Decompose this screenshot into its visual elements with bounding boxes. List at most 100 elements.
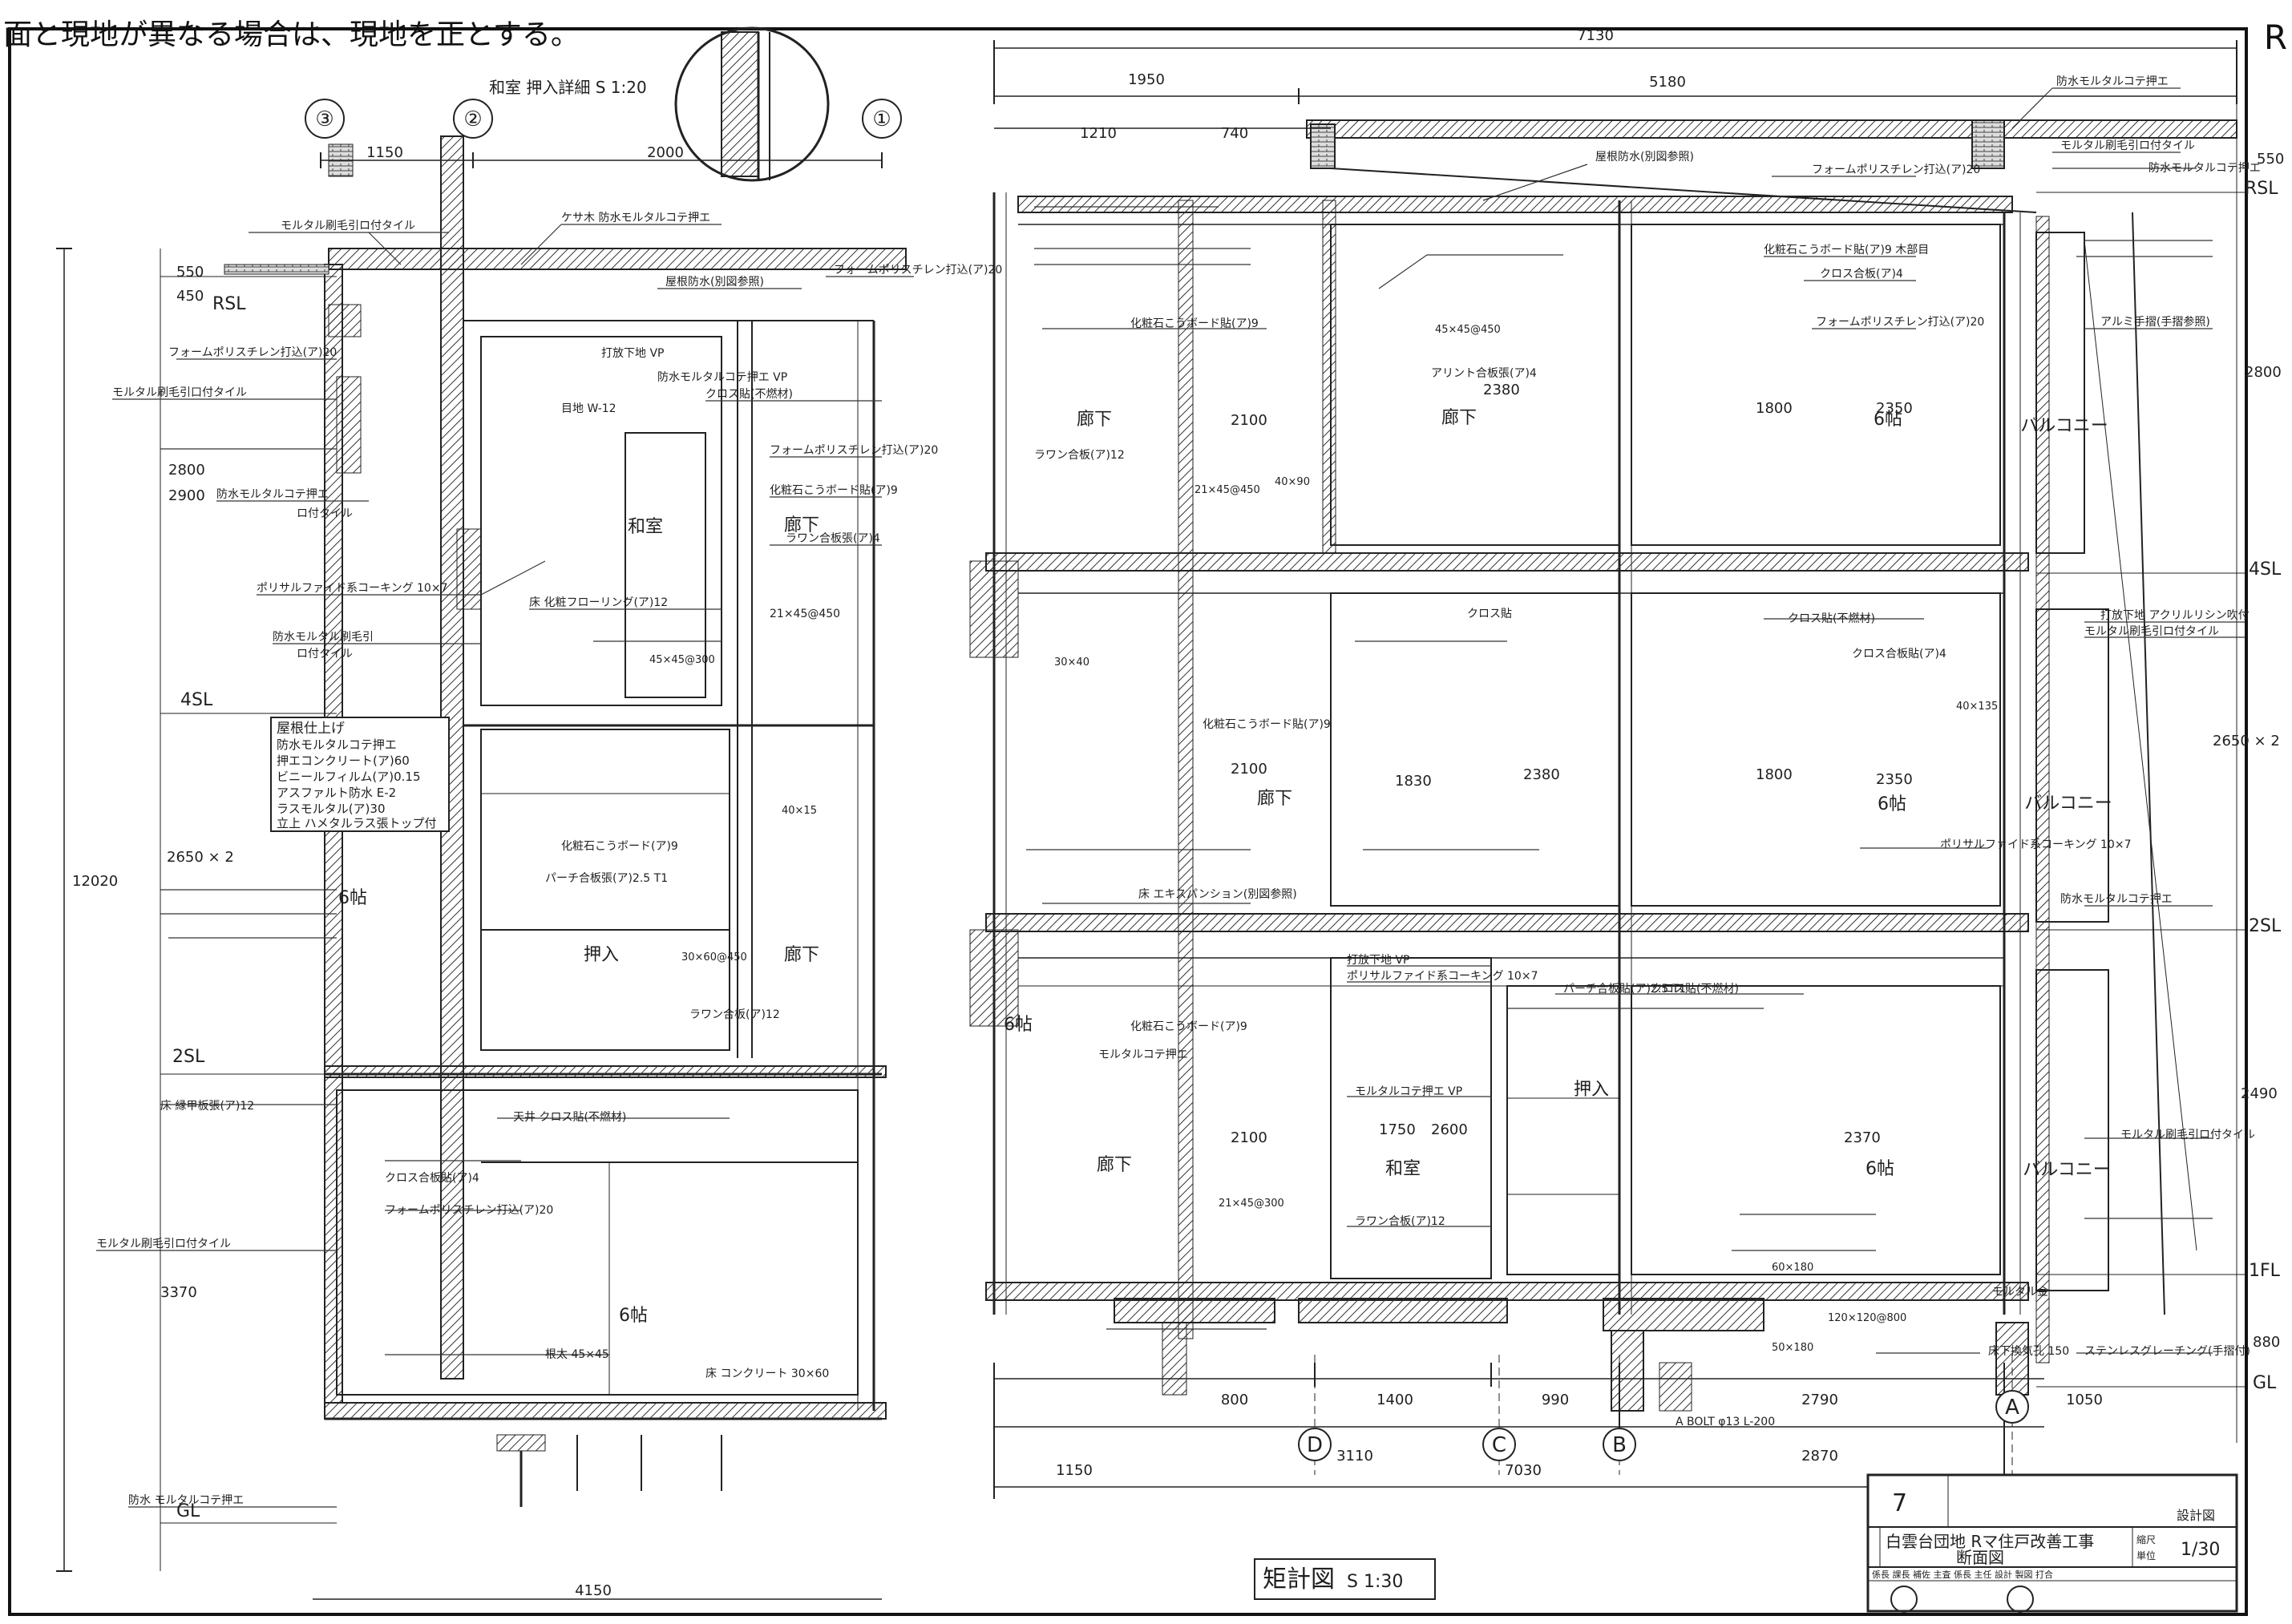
dim-2900: 2900 xyxy=(168,487,205,504)
site-notice: 面と現地が異なる場合は、現地を正とする。 xyxy=(3,18,580,51)
callout-r10: ラワン合板(ア)12 xyxy=(1034,449,1125,462)
dim-2650-left: 2650 × 2 xyxy=(167,849,234,866)
legend-item-3: アスファルト防水 E-2 xyxy=(277,786,396,800)
dim-12020: 12020 xyxy=(72,873,118,890)
dim-2100-b: 2100 xyxy=(1231,761,1267,778)
callout-l7: ロ付タイル xyxy=(297,507,353,520)
axis-a: A xyxy=(2005,1396,2019,1420)
callout-r21: モルタルコテ押エ xyxy=(1098,1048,1188,1061)
member-6: 21×45@300 xyxy=(1219,1198,1284,1210)
level-1fl-right: 1FL xyxy=(2249,1261,2281,1281)
member-2: 40×90 xyxy=(1275,476,1310,488)
dim-top-right: 5180 xyxy=(1649,74,1686,91)
dim-550-left: 550 xyxy=(176,264,204,281)
detail-circle xyxy=(674,26,830,182)
sheet-frame xyxy=(8,27,2248,1616)
legend-item-2: ビニールフィルム(ア)0.15 xyxy=(277,770,421,784)
dim-top-total: 7130 xyxy=(1577,27,1614,44)
unit-label: 単位 xyxy=(2136,1549,2156,1561)
member-sizes: 21×45@450 45×45@450 40×90 30×40 40×135 6… xyxy=(649,324,1998,1354)
finish-legend: 屋根仕上げ 防水モルタルコテ押エ 押エコンクリート(ア)60 ビニールフィルム(… xyxy=(270,717,450,832)
callout-r0: 防水モルタルコテ押エ xyxy=(2056,75,2169,88)
member-0: 21×45@450 xyxy=(1195,484,1260,496)
dim-1750: 1750 xyxy=(1379,1121,1416,1138)
room-oshiire-left: 押入 xyxy=(584,945,619,965)
room-rouka-right-1: 廊下 xyxy=(1077,410,1112,430)
room-rokujou-right-1: 6帖 xyxy=(1874,410,1902,430)
level-2sl-left: 2SL xyxy=(172,1047,205,1067)
room-labels: 和室 廊下 廊下 押入 6帖 6帖 廊下 廊下 廊下 6帖 6帖 6帖 廊下 和… xyxy=(338,408,2112,1326)
callout-r18: 化粧石こうボード貼(ア)9 xyxy=(1203,718,1331,731)
callout-r3: モルタル刷毛引ロ付タイル xyxy=(2060,139,2195,152)
callout-r22: 打放下地 VP xyxy=(1347,953,1409,967)
member-1: 45×45@450 xyxy=(1435,324,1501,336)
right-callouts: 防水モルタルコテ押エ 屋根防水(別図参照) フォームポリスチレン打込(ア)20 … xyxy=(1034,75,2261,1428)
callout-l27: フォームポリスチレン打込(ア)20 xyxy=(385,1203,553,1217)
callout-l19: 床 化粧フローリング(ア)12 xyxy=(529,596,668,609)
dim-2350-b: 2350 xyxy=(1876,771,1913,788)
room-oshiire-right: 押入 xyxy=(1574,1080,1609,1100)
callout-r17: ポリサルファイド系コーキング 10×7 xyxy=(1940,838,2131,851)
dim-1830: 1830 xyxy=(1395,773,1432,790)
dim-990: 990 xyxy=(1542,1392,1569,1408)
callout-l2: 屋根防水(別図参照) xyxy=(665,275,764,289)
dim-2380-b: 2380 xyxy=(1523,766,1560,783)
scale-label: 縮尺 xyxy=(2136,1533,2156,1545)
drawing-name: 断面図 xyxy=(1956,1548,2004,1567)
grid-axes xyxy=(305,99,2029,1461)
callout-r12: クロス貼 xyxy=(1467,608,1512,620)
callout-r6: クロス合板(ア)4 xyxy=(1820,268,1903,281)
dim-2800-right: 2800 xyxy=(2245,364,2282,381)
callout-l29: 床 コンクリート 30×60 xyxy=(705,1367,829,1380)
axis-1: ① xyxy=(872,107,891,131)
callout-r25: モルタルコテ押エ VP xyxy=(1355,1085,1462,1098)
room-rouka-left-1: 廊下 xyxy=(784,515,819,535)
room-rokujou-left-2: 6帖 xyxy=(619,1306,648,1326)
callout-r5: 化粧石こうボード貼(ア)9 木部目 xyxy=(1764,244,1929,257)
dim-1800-b: 1800 xyxy=(1756,766,1793,783)
callout-l17: ラワン合板張(ア)4 xyxy=(786,532,880,545)
dim-2490: 2490 xyxy=(2241,1085,2278,1102)
axis-c: C xyxy=(1492,1433,1506,1457)
callout-l1: ケサ木 防水モルタルコテ押エ xyxy=(561,212,710,224)
axis-d: D xyxy=(1307,1433,1323,1457)
dim-2600: 2600 xyxy=(1431,1121,1468,1138)
corner-letter: R xyxy=(2263,18,2287,57)
callout-l23: ラワン合板(ア)12 xyxy=(689,1008,780,1021)
callout-l8: ポリサルファイド系コーキング 10×7 xyxy=(257,582,447,595)
dimension-labels: 7130 1950 5180 1210 740 1150 2000 12020 … xyxy=(72,27,2284,1599)
title-block xyxy=(1866,1473,2238,1613)
dim-3370: 3370 xyxy=(160,1284,197,1301)
dim-1150-left: 1150 xyxy=(366,144,403,161)
callout-r4: 防水モルタルコテ押エ xyxy=(2148,162,2261,175)
callout-l31: モルタル刷毛引ロ付タイル xyxy=(96,1238,231,1250)
grid-axis-labels: ③ ② ① D C B A xyxy=(315,107,2019,1457)
dim-2800: 2800 xyxy=(168,462,205,479)
dim-450-left: 450 xyxy=(176,288,204,305)
callout-r23: ポリサルファイド系コーキング 10×7 xyxy=(1347,970,1538,983)
room-balcony-1: バルコニー xyxy=(2020,416,2108,436)
dim-2350-a: 2350 xyxy=(1876,400,1913,417)
legend-title: 屋根仕上げ xyxy=(277,721,345,737)
callout-l6: 防水モルタルコテ押エ xyxy=(216,488,329,501)
room-balcony-3: バルコニー xyxy=(2023,1160,2111,1180)
callout-l18: 21×45@450 xyxy=(770,608,840,620)
callout-l30: 防水 モルタルコテ押エ xyxy=(128,1494,244,1507)
callout-l0: モルタル刷毛引ロ付タイル xyxy=(281,220,415,232)
title-block-text: 7 設計図 白雲台団地 Rマ住戸改善工事 断面図 縮尺 単位 1/30 係長 課… xyxy=(1872,1489,2220,1580)
project-name: 白雲台団地 Rマ住戸改善工事 xyxy=(1886,1532,2094,1551)
room-washitsu-left: 和室 xyxy=(628,517,663,537)
level-4sl-left: 4SL xyxy=(180,690,213,710)
level-4sl-right: 4SL xyxy=(2249,560,2282,580)
dim-2100-c: 2100 xyxy=(1231,1129,1267,1146)
callout-l28: 根太 45×45 xyxy=(545,1348,609,1361)
callout-r26: パーチ合板貼(ア)2.5 T1 xyxy=(1563,983,1686,996)
member-8: 40×15 xyxy=(782,805,817,817)
callout-l22: 化粧石こうボード(ア)9 xyxy=(561,840,678,853)
callout-l5: フォームポリスチレン打込(ア)20 xyxy=(168,345,337,359)
callout-l14: 目地 W-12 xyxy=(561,402,616,415)
room-rouka-right-2: 廊下 xyxy=(1441,408,1477,428)
callout-l24: 床 縁甲板張(ア)12 xyxy=(160,1100,254,1113)
